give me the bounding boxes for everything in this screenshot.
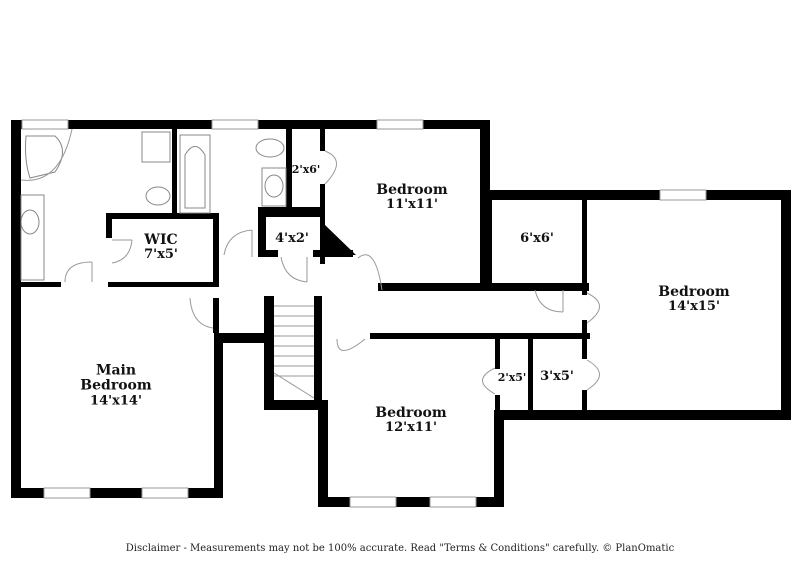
room-label-closet-6x6: 6'x6': [520, 230, 554, 246]
doors: [64, 150, 600, 395]
room-name: Bedroom: [80, 377, 152, 394]
room-label-closet-2x5: 2'x5': [497, 370, 527, 384]
disclaimer-text: Disclaimer - Measurements may not be 100…: [125, 543, 675, 554]
bath-fixtures: [20, 128, 287, 281]
room-name: Bedroom: [658, 284, 730, 301]
windows: [21, 119, 707, 508]
room-label-wic: WIC 7'x5': [144, 232, 178, 263]
room-dimensions: 2'x6': [291, 162, 321, 176]
room-dimensions: 4'x2': [275, 230, 309, 246]
room-label-bedroom-11x11: Bedroom 11'x11': [376, 182, 448, 213]
room-label-main-bedroom: Main Bedroom 14'x14': [80, 363, 151, 408]
room-label-closet-3x5: 3'x5': [540, 368, 574, 384]
room-dimensions: 2'x5': [497, 370, 527, 384]
room-label-closet-2x6: 2'x6': [291, 162, 321, 176]
room-dimensions: 6'x6': [520, 230, 554, 246]
room-dimensions: 14'x15': [668, 299, 720, 315]
room-dimensions: 14'x14': [90, 393, 142, 409]
room-label-closet-4x2: 4'x2': [275, 230, 309, 246]
staircase: [273, 305, 315, 399]
room-name: Main: [95, 362, 137, 379]
room-dimensions: 11'x11': [386, 197, 438, 213]
room-dimensions: 12'x11': [385, 420, 437, 436]
room-name: Bedroom: [375, 405, 447, 422]
room-label-bedroom-14x15: Bedroom 14'x15': [658, 284, 730, 315]
room-dimensions: 7'x5': [144, 247, 178, 263]
room-dimensions: 3'x5': [540, 368, 574, 384]
room-label-bedroom-12x11: Bedroom 12'x11': [375, 405, 447, 436]
room-name: Bedroom: [376, 182, 448, 199]
room-name: WIC: [144, 232, 178, 249]
